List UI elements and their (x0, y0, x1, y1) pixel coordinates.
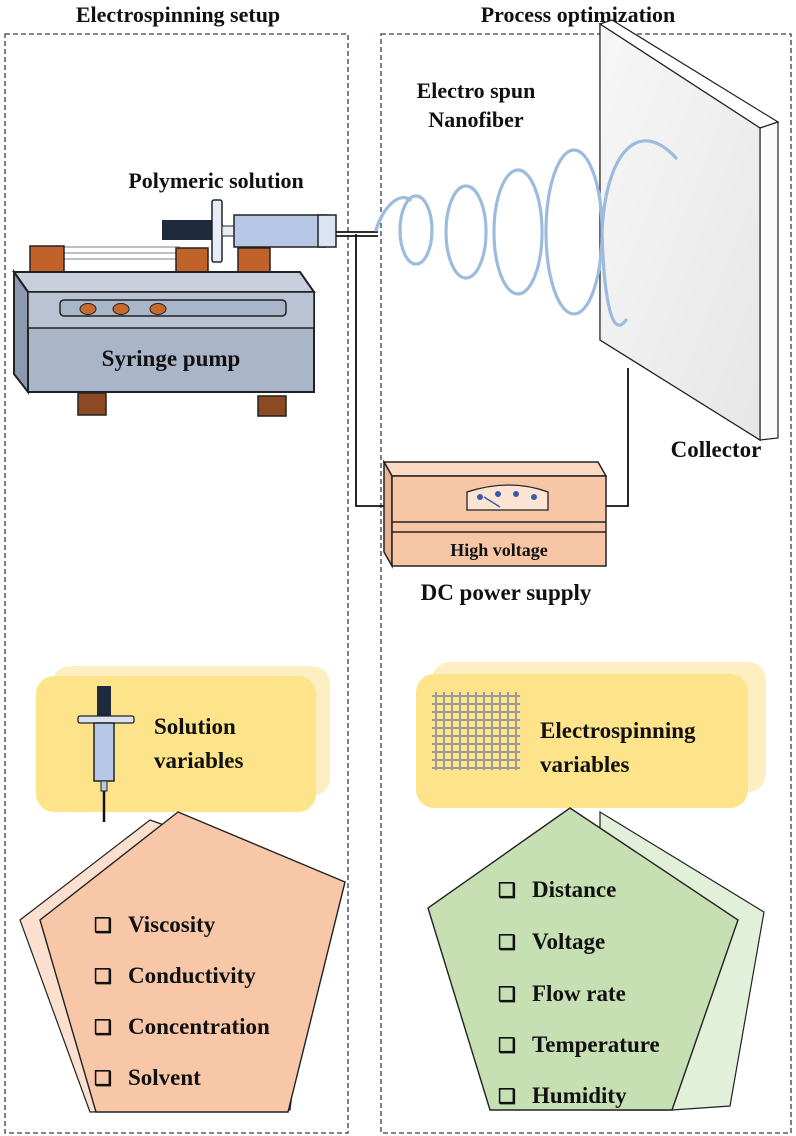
collector (598, 19, 780, 442)
solution-variables-list: ❑ Viscosity ❑ Conductivity ❑ Concentrati… (94, 912, 270, 1090)
electrospinning-variables-label-line2: variables (540, 752, 629, 777)
checkbox-icon: ❑ (498, 984, 516, 1006)
electrospinning-variable-item: Voltage (532, 929, 605, 954)
solution-variables-pentagon (19, 811, 346, 1113)
nanofiber-label-line1: Electro spun (417, 78, 536, 103)
electrospinning-variable-item: Flow rate (532, 981, 626, 1006)
checkbox-icon: ❑ (498, 932, 516, 954)
left-panel-frame (4, 33, 349, 1134)
pump-knob-2 (112, 303, 130, 315)
gauge-needle (483, 496, 501, 508)
pump-block-middle (175, 247, 209, 275)
checkbox-icon: ❑ (94, 915, 112, 937)
solution-variables-card (36, 676, 316, 812)
solution-variables-label-line1: Solution (154, 714, 236, 739)
pump-block-right (237, 247, 271, 275)
right-panel-title: Process optimization (481, 2, 676, 27)
syringe-pump-label: Syringe pump (102, 346, 241, 371)
electrospinning-variables-list: ❑ Distance ❑ Voltage ❑ Flow rate ❑ Tempe… (498, 877, 660, 1108)
nanofiber-label-line2: Nanofiber (428, 107, 524, 132)
collector-face (599, 22, 761, 442)
syringe-icon (77, 686, 135, 822)
power-supply-label: DC power supply (421, 580, 592, 605)
electrospinning-variables-pentagon (427, 807, 765, 1111)
right-panel-frame (380, 33, 792, 1134)
solution-variable-item: Solvent (128, 1065, 201, 1090)
left-panel-title: Electrospinning setup (76, 2, 280, 27)
solution-variable-item: Concentration (128, 1014, 270, 1039)
checkbox-icon: ❑ (94, 1017, 112, 1039)
electrospinning-variables-box: Electrospinning variables (416, 662, 766, 808)
checkbox-icon: ❑ (94, 966, 112, 988)
electrospinning-variable-item: Humidity (532, 1083, 627, 1108)
solution-variable-item: Viscosity (128, 912, 216, 937)
collector-wire (606, 368, 629, 507)
syringe-pump: Syringe pump (12, 245, 316, 417)
pump-knob-3 (149, 303, 167, 315)
nanofiber-spiral (374, 139, 678, 327)
high-voltage-label: High voltage (450, 540, 548, 560)
pump-foot-left (77, 392, 107, 416)
orange-pentagon-face (39, 811, 346, 1113)
solution-variable-item: Conductivity (128, 963, 256, 988)
voltage-gauge (466, 484, 549, 511)
syringe-flange (211, 199, 223, 263)
dc-power-supply: High voltage (382, 459, 608, 569)
electrospinning-variable-item: Distance (532, 877, 616, 902)
mesh-icon (432, 692, 520, 770)
electrospinning-variables-label-line1: Electrospinning (540, 718, 696, 743)
polymeric-solution-label: Polymeric solution (128, 168, 303, 193)
electrospinning-variable-item: Temperature (532, 1032, 660, 1057)
syringe-plunger-rod (162, 220, 216, 240)
pump-block-left (29, 245, 65, 273)
checkbox-icon: ❑ (94, 1068, 112, 1090)
checkbox-icon: ❑ (498, 1086, 516, 1108)
solution-variables-box: Solution variables (36, 666, 330, 822)
pump-foot-right (257, 395, 287, 417)
checkbox-icon: ❑ (498, 1035, 516, 1057)
checkbox-icon: ❑ (498, 880, 516, 902)
syringe (162, 199, 378, 263)
green-pentagon-face (427, 807, 739, 1111)
syringe-barrel (233, 214, 327, 248)
needle-wire (355, 234, 385, 507)
solution-variables-label-line2: variables (154, 748, 243, 773)
pump-knob-1 (79, 303, 97, 315)
collector-label: Collector (671, 437, 762, 462)
